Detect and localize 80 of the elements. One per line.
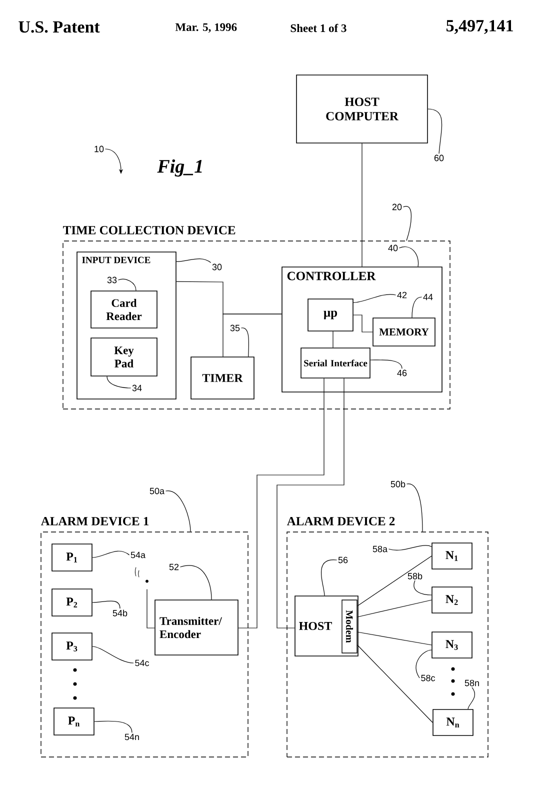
sheet-number: Sheet 1 of 3 xyxy=(290,24,346,32)
patent-number: 5,497,141 xyxy=(446,20,513,34)
leader-line xyxy=(118,278,136,291)
connector-line xyxy=(222,314,282,357)
reference-numeral: 56 xyxy=(338,556,348,564)
antenna-symbol xyxy=(134,567,148,583)
sensor-box: P$_{3}$ xyxy=(52,632,92,660)
node-box: N$_{3}$ xyxy=(432,632,472,658)
date-text: Mar. 5, 1996 xyxy=(175,23,237,33)
connector-line xyxy=(357,632,432,646)
computer-box: HOST COMPUTER xyxy=(296,74,428,144)
reference-numeral: 58n xyxy=(464,680,479,686)
leader-line xyxy=(176,258,212,263)
reference-numeral: 50a xyxy=(150,488,164,494)
reference-numeral: 10 xyxy=(94,146,104,152)
reference-numeral: 33 xyxy=(107,276,117,284)
connector-line xyxy=(146,588,155,628)
reference-numeral: 52 xyxy=(169,564,179,570)
keypad-box: Key Pad xyxy=(90,338,158,376)
sensor-box: P$_{1}$ xyxy=(52,544,92,572)
figure-label: Fig_1 xyxy=(157,159,202,177)
leader-line xyxy=(416,650,432,678)
reference-numeral: 34 xyxy=(132,384,142,392)
reference-numeral: 54a xyxy=(130,552,146,558)
leader-line xyxy=(106,376,132,388)
leader-line xyxy=(412,296,422,318)
node-box: N$_{1}$ xyxy=(432,542,472,570)
reference-numeral: 35 xyxy=(230,324,240,332)
processor-box: μp xyxy=(308,298,354,332)
leader-line xyxy=(370,360,402,369)
leader-line xyxy=(320,560,338,596)
reference-numeral: 40 xyxy=(388,244,398,252)
timer-box: TIMER xyxy=(190,356,254,400)
reference-numeral: 44 xyxy=(423,294,433,300)
reference-numeral: 54c xyxy=(135,660,150,666)
node-box: N$_{n}$ xyxy=(432,709,474,736)
connector-line xyxy=(332,331,334,348)
connector-line xyxy=(357,600,432,618)
patent-heading: U.S. Patent xyxy=(18,21,100,33)
group-heading: ALARM DEVICE 1 xyxy=(40,516,149,526)
leader-line xyxy=(180,565,212,600)
leader-line xyxy=(428,108,442,154)
reference-numeral: 58c xyxy=(421,674,436,682)
modem-box: Modem xyxy=(342,600,358,654)
connector-line xyxy=(357,556,432,606)
connector-line xyxy=(353,314,373,332)
reference-numeral: 60 xyxy=(434,154,444,162)
reference-numeral: 58b xyxy=(408,572,422,580)
leader-line xyxy=(398,246,419,267)
reader-box: Card Reader xyxy=(90,290,158,328)
leader-line xyxy=(92,550,130,558)
leader-line xyxy=(353,294,396,303)
transmitter-box: Transmitter/ Encoder xyxy=(154,600,238,656)
group-heading: ALARM DEVICE 2 xyxy=(286,516,395,526)
connector-line xyxy=(357,644,433,723)
reference-numeral: 54b xyxy=(112,610,128,616)
reference-numeral: 42 xyxy=(397,292,407,298)
reference-numeral: 20 xyxy=(392,204,402,210)
leader-line xyxy=(92,646,134,664)
connector-line xyxy=(238,378,324,628)
reference-numeral: 30 xyxy=(212,264,222,270)
leader-line xyxy=(94,720,132,733)
reference-numeral: 46 xyxy=(397,370,407,376)
sensor-box: P$_{2}$ xyxy=(52,588,92,616)
leader-line xyxy=(165,490,191,532)
connector-line xyxy=(276,378,344,628)
reference-numeral: 54n xyxy=(124,734,139,740)
leader-line xyxy=(388,545,432,551)
reference-numeral: 58a xyxy=(372,546,388,552)
leader-line xyxy=(402,206,412,241)
leader-line xyxy=(406,484,423,532)
leader-line xyxy=(240,328,250,357)
sensor-box: P$_{n}$ xyxy=(54,708,94,736)
reference-numeral: 50b xyxy=(390,480,406,488)
group-heading: TIME COLLECTION DEVICE xyxy=(63,226,236,234)
leader-line xyxy=(468,687,476,710)
node-box: N$_{2}$ xyxy=(432,586,472,614)
interface-box: Serial Interface xyxy=(300,348,370,378)
leader-line xyxy=(414,580,432,596)
memory-box: MEMORY xyxy=(372,318,436,346)
